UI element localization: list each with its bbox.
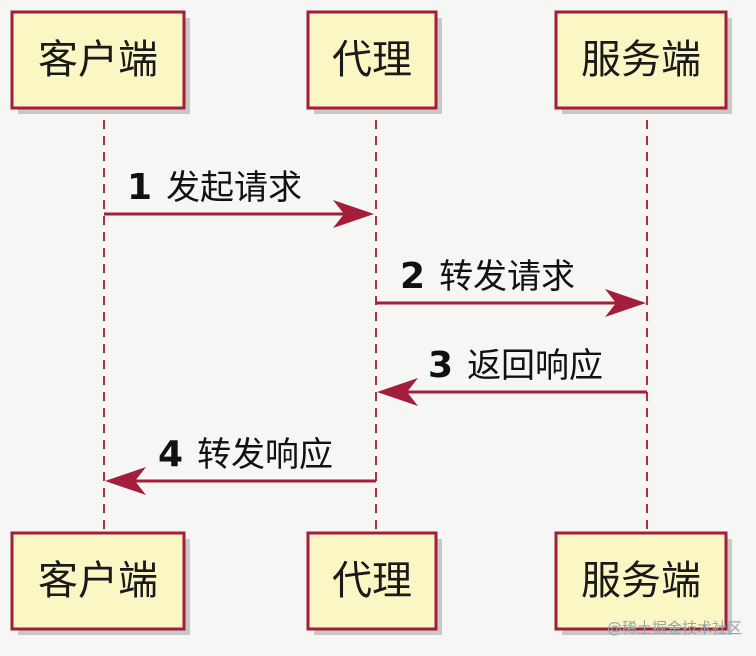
watermark: @稀土掘金技术社区	[606, 619, 742, 637]
participant-bottom-proxy: 代理	[306, 531, 442, 635]
participant-bottom-client: 客户端	[10, 531, 190, 635]
participant-label: 代理	[332, 558, 412, 604]
participant-top-server: 服务端	[554, 10, 732, 114]
arrowhead-icon	[605, 289, 646, 317]
participant-label: 服务端	[581, 558, 701, 604]
participant-label: 服务端	[581, 37, 701, 83]
arrowhead-icon	[377, 378, 418, 406]
arrowhead-icon	[105, 467, 146, 495]
participant-bottom-server: 服务端	[554, 531, 732, 635]
participant-label: 客户端	[38, 37, 158, 83]
participant-top-proxy: 代理	[306, 10, 442, 114]
participant-label: 客户端	[38, 558, 158, 604]
participant-label: 代理	[332, 37, 412, 83]
participant-top-client: 客户端	[10, 10, 190, 114]
arrowhead-icon	[333, 200, 374, 228]
